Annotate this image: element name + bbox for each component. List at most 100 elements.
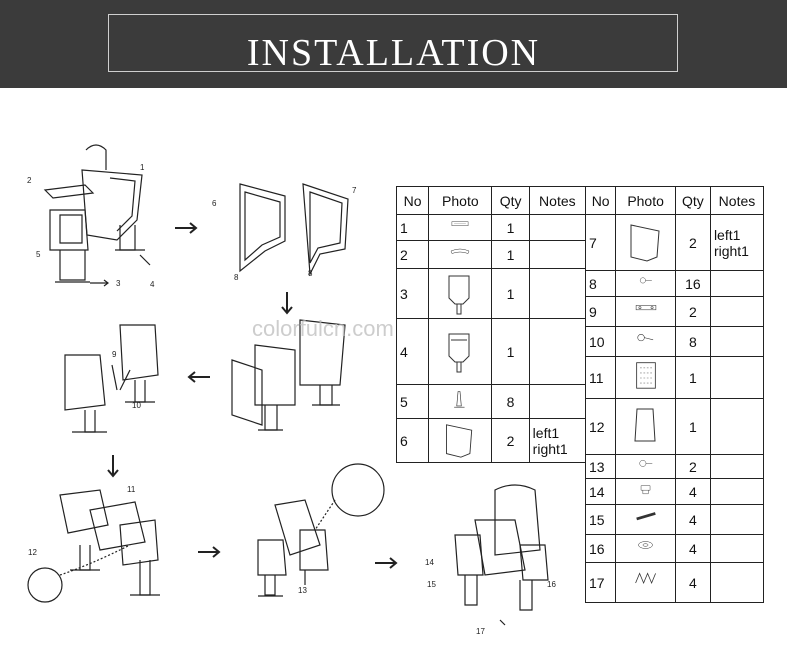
step6-assembly [257,463,385,597]
step2-side-panels [239,183,349,277]
part-photo [615,356,676,399]
part-number: 1 [395,214,430,241]
callout-3: 3 [116,279,121,288]
part-notes: left1 right1 [709,214,765,271]
callout-8b: 8 [308,269,313,278]
part-notes [709,504,765,535]
callout-16: 16 [547,580,556,589]
part-photo [615,326,676,357]
part-qty: 1 [674,356,711,399]
part-number: 7 [584,214,617,271]
callout-1: 1 [140,163,145,172]
part-notes [709,454,765,479]
part-number: 11 [584,356,617,399]
part-notes [709,562,765,603]
step1-exploded-parts [43,144,151,287]
callout-15: 15 [427,580,436,589]
part-qty: 4 [674,534,711,563]
callout-11: 11 [127,485,136,494]
part-number: 4 [395,318,430,385]
part-qty: 1 [491,268,530,319]
frame-with-stand-icon [448,333,470,372]
callout-14: 14 [425,558,434,567]
part-number: 3 [395,268,430,319]
title-banner: INSTALLATION [0,0,787,88]
part-notes [528,240,587,269]
col-qty: Qty [491,186,530,215]
step7-final-chair [454,484,549,626]
part-photo [615,534,676,563]
part-number: 2 [395,240,430,269]
callout-10: 10 [132,401,141,410]
anchor-bolt-icon [454,390,465,408]
part-notes [528,214,587,241]
callout-9: 9 [112,350,117,359]
installation-diagram: 1 2 3 4 5 6 7 8 8 9 10 [27,144,556,636]
part-notes [709,534,765,563]
part-qty: 2 [491,418,530,463]
part-qty: 8 [674,326,711,357]
part-number: 8 [584,270,617,297]
part-notes [709,270,765,297]
part-photo [615,398,676,455]
part-photo [615,478,676,505]
callout-6: 6 [212,199,217,208]
part-qty: 8 [491,384,530,419]
part-qty: 4 [674,562,711,603]
part-notes [528,384,587,419]
armrest-block-icon [634,408,656,441]
part-number: 16 [584,534,617,563]
page-title: INSTALLATION [246,32,541,74]
col-photo: Photo [428,186,493,215]
washer-icon [637,540,653,549]
part-photo [428,418,493,463]
seat-frame-icon [448,275,470,314]
part-photo [615,562,676,603]
screw-icon [639,276,652,283]
part-qty: 2 [674,214,711,271]
part-qty: 4 [674,504,711,535]
table-row: 15 4 [584,504,765,535]
perforated-panel-icon [635,361,656,389]
callout-7: 7 [352,186,357,195]
spring-icon [634,571,656,584]
part-number: 15 [584,504,617,535]
step3-assembly [231,319,346,431]
bolt-icon [637,333,653,341]
part-qty: 2 [674,454,711,479]
callout-2: 2 [27,176,32,185]
part-photo [615,296,676,327]
part-qty: 4 [674,478,711,505]
col-notes: Notes [709,186,765,215]
part-photo [428,318,493,385]
col-notes: Notes [528,186,587,215]
col-photo: Photo [615,186,676,215]
part-photo [615,270,676,297]
table-row: 8 16 [584,270,765,297]
part-number: 6 [395,418,430,463]
step4-assembly [64,324,159,433]
callout-5: 5 [36,250,41,259]
part-notes [528,268,587,319]
col-no: No [584,186,617,215]
part-qty: 16 [674,270,711,297]
part-qty: 1 [674,398,711,455]
callout-12: 12 [28,548,37,557]
side-panel-icon [446,423,473,458]
part-photo [428,214,493,241]
part-photo [428,384,493,419]
seat-cover-strip-icon [451,248,470,254]
col-no: No [395,186,430,215]
